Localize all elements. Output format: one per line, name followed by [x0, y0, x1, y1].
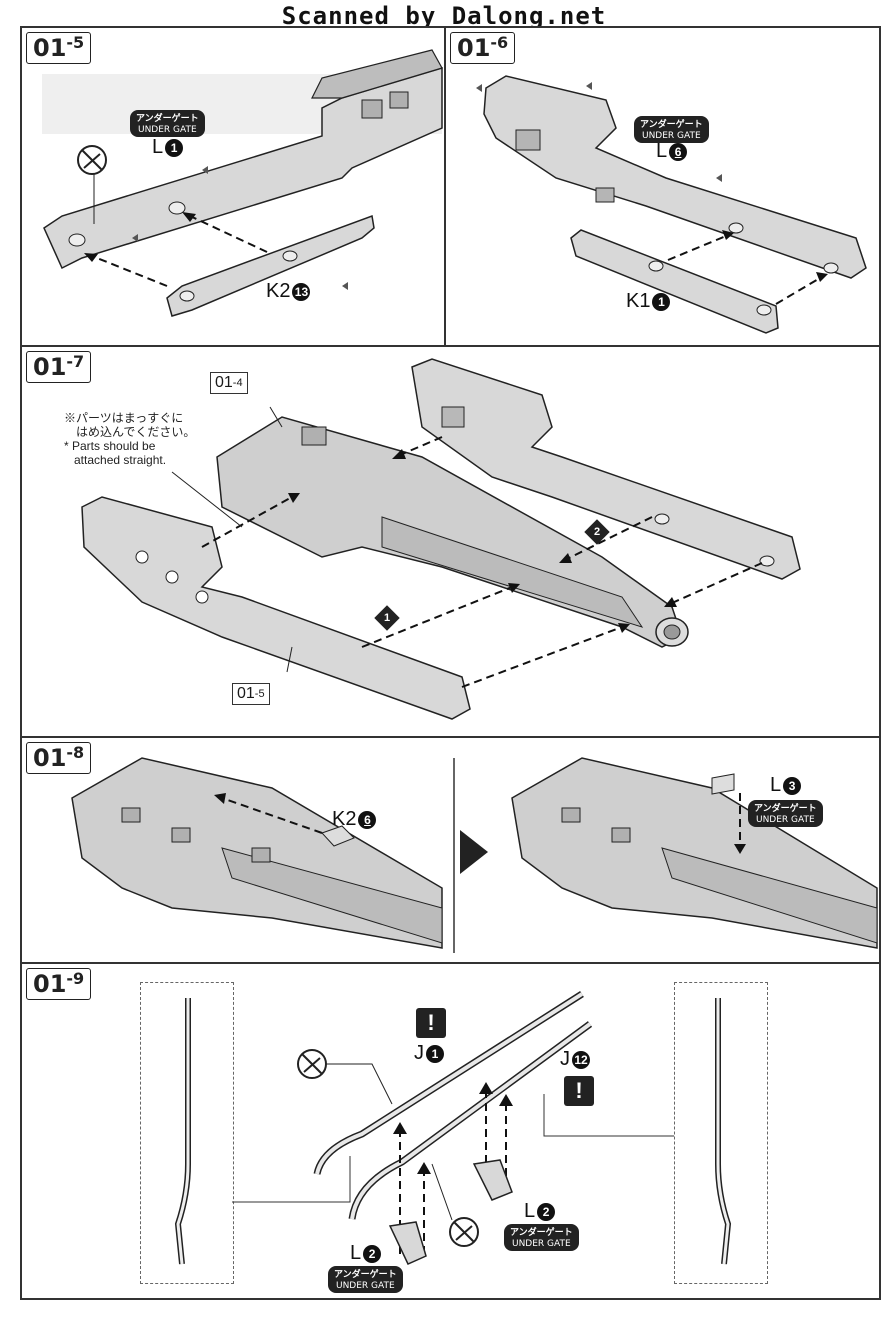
step-number-sub: -8 [66, 743, 85, 762]
sight-attach-illustration [71, 757, 878, 953]
part-letter: L [524, 1200, 536, 1222]
step-number: 01-7 [26, 351, 92, 383]
part-letter: K1 [626, 290, 651, 312]
under-gate-jp: アンダーゲート [130, 110, 205, 125]
under-gate-en: UNDER GATE [748, 815, 823, 827]
order-number: 1 [383, 612, 391, 624]
step-number-sub: -5 [66, 33, 85, 52]
step-number-sub: -6 [490, 33, 509, 52]
step-number: 01-5 [26, 32, 92, 64]
part-number: 2 [537, 1202, 556, 1221]
step-number: 01-9 [26, 968, 92, 1000]
step-number-main: 01 [457, 34, 491, 62]
order-marker-1: 1 [374, 605, 400, 631]
warning-icon: ! [416, 1008, 446, 1038]
right-bent-rod-detail [674, 982, 768, 1284]
ref-sub: -4 [232, 377, 243, 389]
part-number: 6 [358, 810, 377, 829]
left-bent-rod-detail [140, 982, 234, 1284]
part-number: 1 [652, 292, 671, 311]
note-en-line-2: attached straight. [74, 453, 167, 467]
reference-step-01-4: 01-4 [210, 372, 248, 394]
step-number: 01-8 [26, 742, 92, 774]
rail-assembly-illustration [476, 75, 867, 334]
part-number: 12 [572, 1050, 590, 1069]
under-gate-en: UNDER GATE [130, 125, 205, 137]
part-letter: J [560, 1048, 570, 1070]
under-gate-badge: アンダーゲート UNDER GATE [748, 800, 823, 827]
part-letter: L [656, 140, 668, 162]
part-letter: L [350, 1242, 362, 1264]
step-number-sub: -7 [66, 352, 85, 371]
under-gate-jp: アンダーゲート [328, 1266, 403, 1281]
part-number: 13 [292, 282, 311, 301]
part-letter: K2 [332, 808, 357, 830]
step-panel-01-7: 01-7 01-4 01-5 [20, 345, 881, 738]
step-number-sub: -9 [66, 969, 85, 988]
warning-icon: ! [564, 1076, 594, 1106]
reference-step-01-5: 01-5 [232, 683, 270, 705]
warning-mark: ! [575, 1078, 583, 1103]
ref-main: 01 [237, 685, 255, 702]
under-gate-en: UNDER GATE [328, 1281, 403, 1293]
order-number: 2 [593, 526, 601, 538]
step-number-main: 01 [33, 353, 67, 381]
under-gate-badge: アンダーゲート UNDER GATE [634, 116, 709, 143]
part-number: 2 [363, 1244, 382, 1263]
under-gate-badge: アンダーゲート UNDER GATE [504, 1224, 579, 1251]
order-marker-2: 2 [584, 519, 610, 545]
part-letter: L [770, 774, 782, 796]
part-number: 3 [783, 776, 802, 795]
under-gate-jp: アンダーゲート [634, 116, 709, 131]
part-letter: K2 [266, 280, 291, 302]
step-number-main: 01 [33, 970, 67, 998]
under-gate-jp: アンダーゲート [504, 1224, 579, 1239]
step-number: 01-6 [450, 32, 516, 64]
part-letter: J [414, 1042, 424, 1064]
under-gate-en: UNDER GATE [504, 1239, 579, 1251]
gun-assembly-illustration [81, 358, 801, 720]
next-step-arrow-icon [460, 830, 488, 874]
step-panel-01-9: 01-9 ! [20, 962, 881, 1300]
note-en-line-1: * Parts should be [64, 439, 156, 453]
ref-main: 01 [215, 374, 233, 391]
part-letter: L [152, 136, 164, 158]
rod-assembly-illustration [174, 991, 732, 1265]
attach-straight-note: ※パーツはまっすぐに はめ込んでください。 * Parts should be … [64, 411, 195, 467]
warning-mark: ! [427, 1010, 435, 1035]
part-number: 1 [426, 1044, 444, 1063]
under-gate-en: UNDER GATE [634, 131, 709, 143]
ref-sub: -5 [254, 688, 265, 700]
under-gate-badge: アンダーゲート UNDER GATE [130, 110, 205, 137]
note-jp-line-1: ※パーツはまっすぐに [64, 411, 184, 425]
under-gate-jp: アンダーゲート [748, 800, 823, 815]
under-gate-badge: アンダーゲート UNDER GATE [328, 1266, 403, 1293]
note-jp-line-2: はめ込んでください。 [76, 425, 196, 439]
rail-assembly-illustration [43, 49, 443, 317]
scan-watermark: Scanned by Dalong.net [281, 2, 607, 30]
part-number: 6 [669, 142, 688, 161]
part-number: 1 [165, 138, 184, 157]
step-number-main: 01 [33, 744, 67, 772]
step-number-main: 01 [33, 34, 67, 62]
